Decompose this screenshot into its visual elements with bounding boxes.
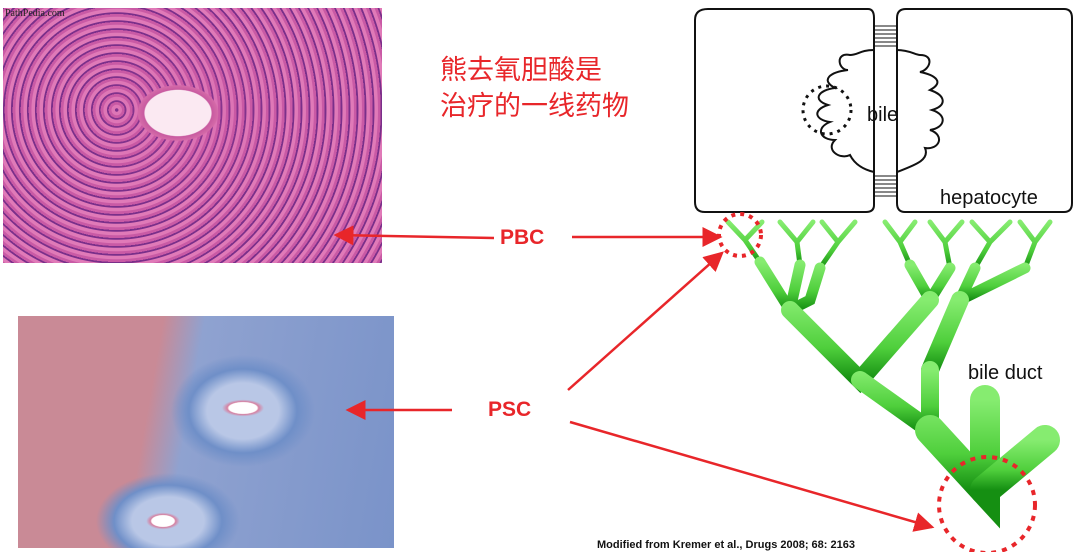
pbc-arrow-left [333, 225, 495, 246]
tight-junctions [874, 25, 897, 197]
large-duct-highlight-circle [937, 455, 1037, 552]
arrows [333, 225, 935, 532]
psc-histology-image [18, 316, 394, 548]
treatment-note-line1: 熊去氧胆酸是 [440, 55, 602, 85]
hepatocyte-label: hepatocyte [940, 187, 1038, 209]
biliary-tree [725, 219, 1060, 529]
treatment-note: 熊去氧胆酸是 治疗的一线药物 [440, 52, 629, 124]
microvilli-highlight-circle [801, 84, 853, 136]
psc-arrow-down [569, 420, 935, 532]
pbc-label: PBC [500, 226, 545, 249]
citation: Modified from Kremer et al., Drugs 2008;… [597, 539, 855, 551]
hepatocyte-cells [694, 8, 1073, 213]
bile-label: bile [867, 104, 899, 126]
bile-duct-label: bile duct [968, 362, 1043, 384]
psc-arrow-up [567, 251, 724, 391]
small-duct-highlight-circle [717, 212, 763, 258]
pbc-histology-image [3, 8, 382, 263]
treatment-note-line2: 治疗的一线药物 [440, 91, 629, 121]
watermark: PathPedia.com [5, 8, 65, 19]
psc-label: PSC [488, 398, 532, 421]
